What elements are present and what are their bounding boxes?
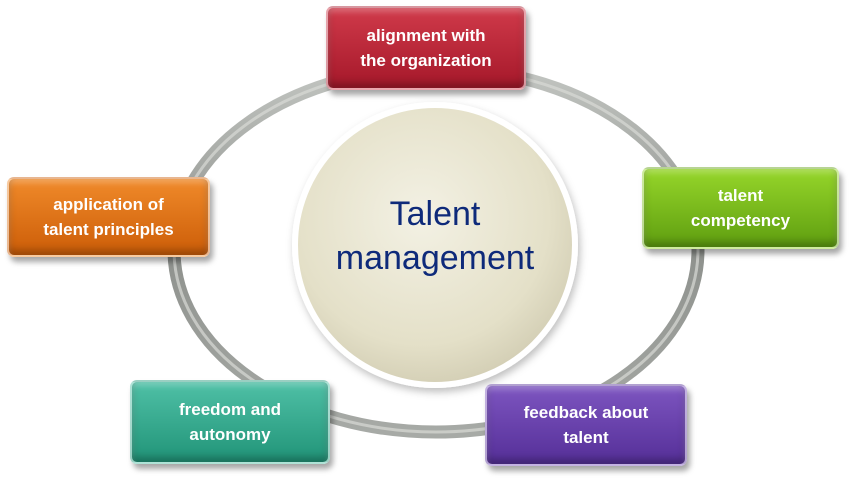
node-freedom-autonomy-label: freedom and autonomy — [178, 400, 282, 444]
node-talent-competency: talent competency — [642, 167, 839, 249]
center-label: Talent management — [335, 195, 535, 277]
node-feedback: feedback about talent — [485, 384, 687, 466]
node-freedom-autonomy: freedom and autonomy — [130, 380, 330, 464]
node-talent-competency-label: talent competency — [690, 186, 791, 230]
node-application-label: application of talent principles — [43, 195, 174, 239]
center-circle — [292, 102, 578, 388]
node-feedback-label: feedback about talent — [523, 403, 649, 447]
node-application: application of talent principles — [7, 177, 210, 257]
node-alignment: alignment with the organization — [326, 6, 526, 90]
node-alignment-label: alignment with the organization — [360, 26, 492, 70]
